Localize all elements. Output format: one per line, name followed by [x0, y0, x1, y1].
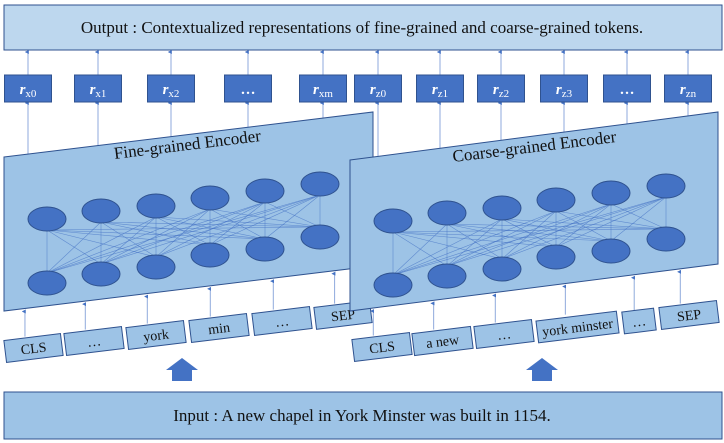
- neuron-top-5: [646, 173, 686, 199]
- neuron-top-0: [27, 206, 67, 232]
- neuron-bottom-1: [81, 261, 121, 287]
- net-connections: [46, 194, 321, 274]
- neuron-top-2: [482, 195, 522, 221]
- token-label: …: [274, 314, 290, 331]
- fine-grained-encoder: Fine-grained Encoder: [3, 111, 374, 312]
- neuron-bottom-2: [136, 254, 176, 280]
- neuron-top-4: [245, 178, 285, 204]
- neuron-top-1: [427, 200, 467, 226]
- fine-representation-1: rx1: [74, 74, 122, 103]
- net-connections: [392, 196, 667, 276]
- neuron-bottom-2: [482, 256, 522, 282]
- neuron-top-2: [136, 193, 176, 219]
- token-label: SEP: [676, 308, 702, 326]
- input-arrow-coarse-icon: [526, 358, 558, 381]
- input-label: Input : A new chapel in York Minster was…: [173, 406, 551, 425]
- fine-representation-4: rxm: [299, 74, 347, 103]
- neuron-bottom-3: [190, 242, 230, 268]
- fine-token-3: min: [188, 312, 250, 344]
- neuron-top-3: [190, 185, 230, 211]
- representation-label: …: [241, 82, 256, 98]
- token-label: SEP: [330, 308, 356, 326]
- fine-representation-2: rx2: [147, 74, 195, 103]
- coarse-neural-net: [373, 173, 686, 298]
- neuron-bottom-0: [373, 272, 413, 298]
- coarse-representation-4: …: [603, 74, 651, 103]
- representation-label: …: [620, 82, 635, 98]
- neuron-top-5: [300, 171, 340, 197]
- coarse-representation-5: rzn: [664, 74, 712, 103]
- representation-row: rx0 rx1 rx2 … rxm rz0 rz1 rz2 rz3 … rzn: [4, 74, 712, 103]
- representation-label: rx0: [20, 82, 37, 100]
- neuron-bottom-5: [300, 224, 340, 250]
- fine-token-row: CLS … york min … SEP: [3, 300, 373, 363]
- neuron-top-0: [373, 208, 413, 234]
- token-label: CLS: [369, 339, 396, 357]
- representation-label: rz3: [556, 82, 573, 100]
- token-label: CLS: [20, 340, 47, 358]
- coarse-representation-0: rz0: [354, 74, 402, 103]
- input-box: Input : A new chapel in York Minster was…: [3, 391, 723, 440]
- representation-label: rx1: [90, 82, 107, 100]
- fine-token-2: york: [125, 319, 187, 351]
- token-label: …: [86, 334, 102, 351]
- fine-token-1: …: [63, 325, 125, 357]
- token-label: york: [143, 327, 170, 345]
- coarse-token-5: SEP: [658, 299, 720, 331]
- neuron-top-1: [81, 198, 121, 224]
- input-arrow-fine-icon: [166, 358, 198, 381]
- neuron-top-4: [591, 180, 631, 206]
- output-label: Output : Contextualized representations …: [81, 18, 643, 37]
- coarse-representation-3: rz3: [540, 74, 588, 103]
- token-label: min: [207, 321, 230, 339]
- coarse-token-4: …: [621, 307, 657, 335]
- coarse-grained-encoder: Coarse-grained Encoder: [349, 111, 719, 312]
- coarse-representation-2: rz2: [477, 74, 525, 103]
- fine-token-4: …: [251, 305, 313, 337]
- neuron-bottom-1: [427, 263, 467, 289]
- neuron-bottom-0: [27, 270, 67, 296]
- fine-token-0: CLS: [3, 333, 64, 363]
- coarse-token-row: CLS a new … york minster … SEP: [351, 299, 720, 363]
- representation-label: rz1: [432, 82, 448, 100]
- neuron-top-3: [536, 187, 576, 213]
- token-label: a new: [425, 333, 461, 352]
- representation-label: rz2: [493, 82, 509, 100]
- neuron-bottom-5: [646, 226, 686, 252]
- neuron-bottom-4: [591, 238, 631, 264]
- representation-label: rzn: [680, 82, 697, 100]
- coarse-token-3: york minster: [535, 310, 620, 344]
- token-label: …: [631, 314, 647, 331]
- representation-label: rxm: [313, 82, 333, 100]
- neuron-bottom-4: [245, 236, 285, 262]
- fine-representation-3: …: [224, 74, 272, 103]
- coarse-representation-1: rz1: [416, 74, 464, 103]
- coarse-token-2: …: [473, 318, 535, 350]
- coarse-token-1: a new: [411, 325, 474, 357]
- representation-label: rx2: [163, 82, 180, 100]
- fine-neural-net: [27, 171, 340, 296]
- token-label: …: [496, 327, 512, 344]
- fine-representation-0: rx0: [4, 74, 52, 103]
- connectors: [21, 50, 689, 337]
- coarse-token-0: CLS: [351, 331, 413, 363]
- representation-label: rz0: [370, 82, 387, 100]
- neuron-bottom-3: [536, 244, 576, 270]
- output-box: Output : Contextualized representations …: [3, 4, 723, 51]
